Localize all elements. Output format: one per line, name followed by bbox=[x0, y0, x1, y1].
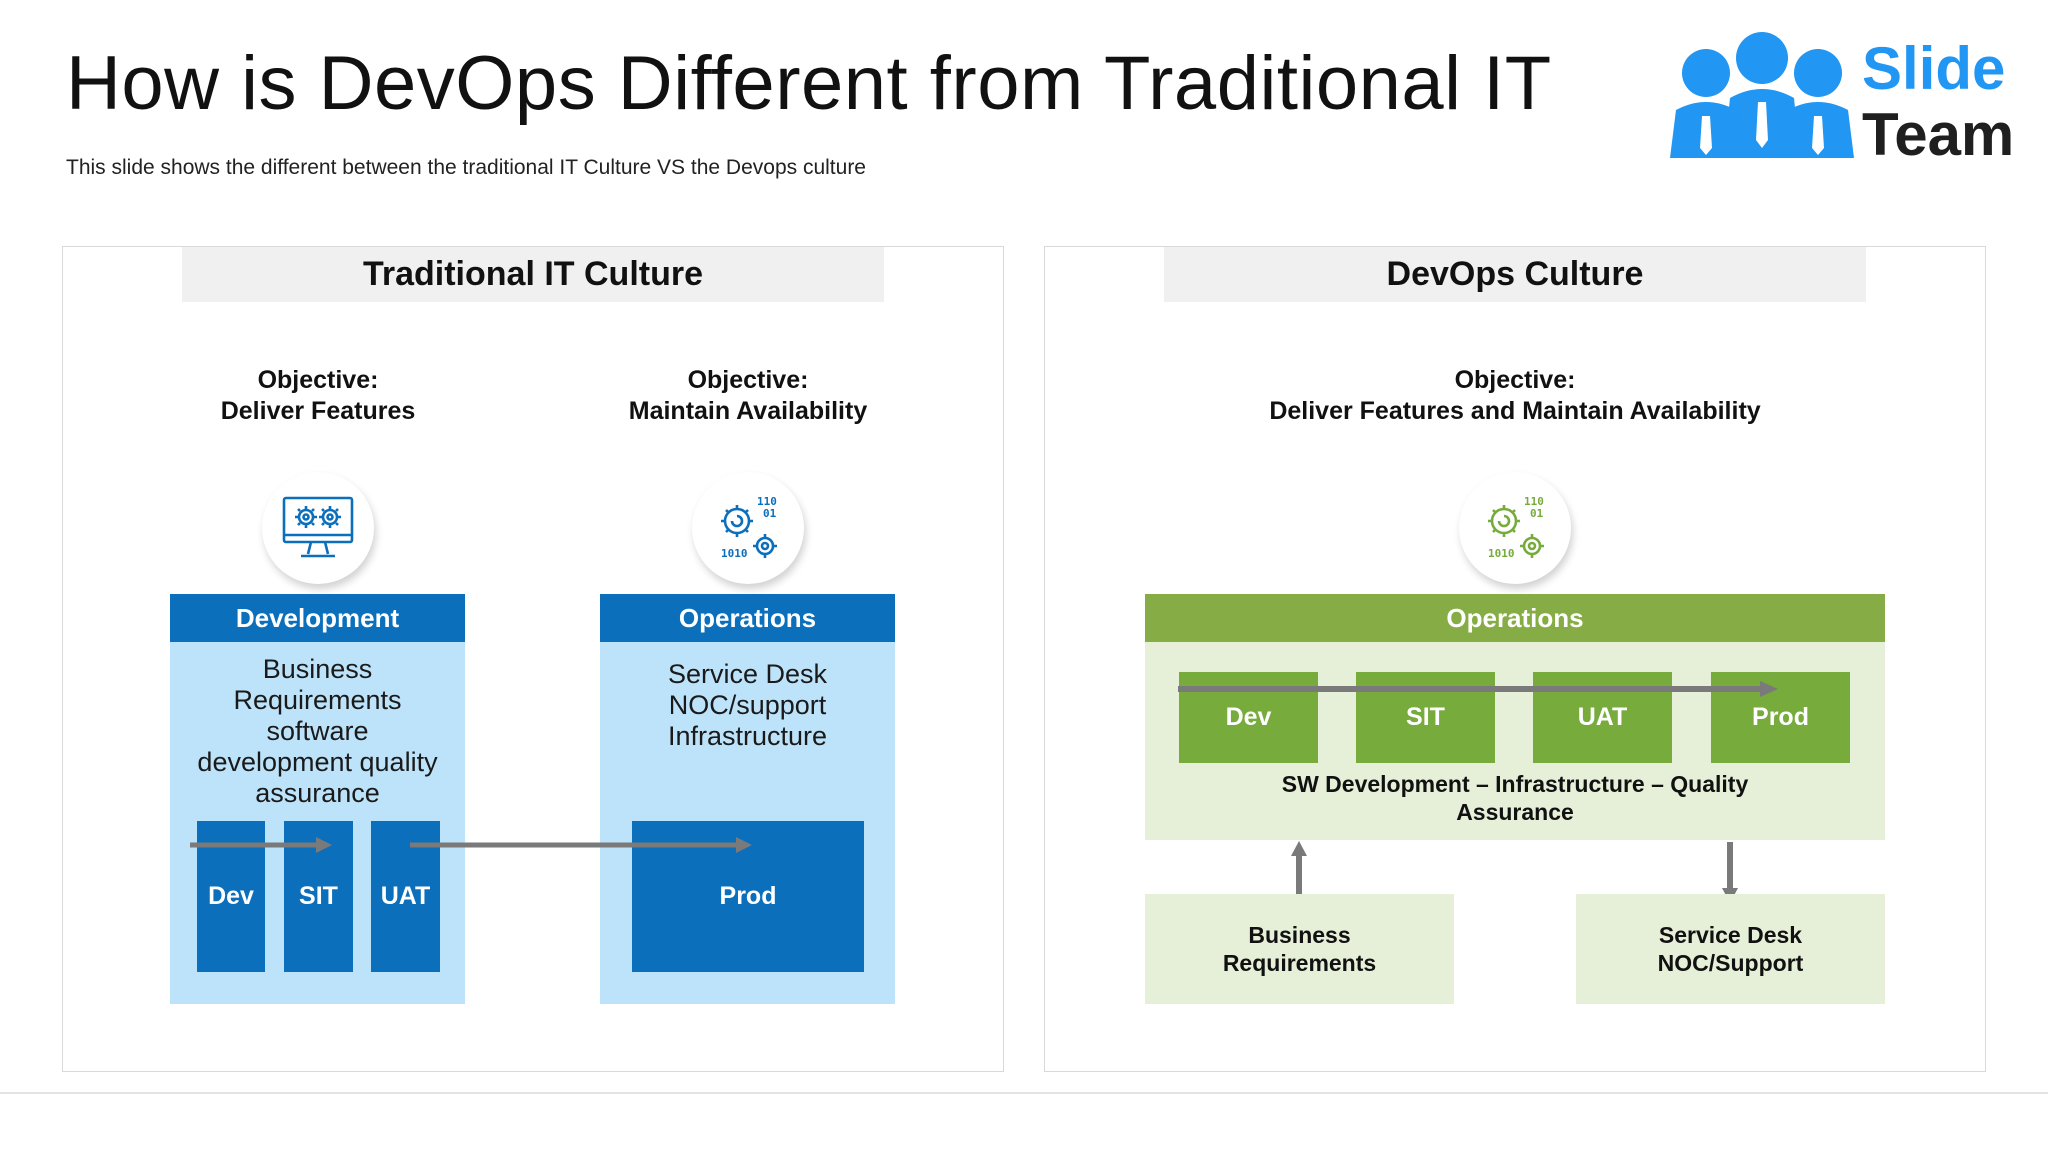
gear-binary-green-icon: 110 01 1010 bbox=[1488, 495, 1544, 560]
devops-caption: SW Development – Infrastructure – Qualit… bbox=[1145, 770, 1885, 826]
service-desk-box: Service Desk NOC/Support bbox=[1576, 894, 1885, 1004]
svg-text:01: 01 bbox=[763, 507, 777, 520]
ops-objective-label: Objective: bbox=[687, 366, 809, 394]
devops-objective-label: Objective: bbox=[1454, 366, 1576, 394]
operations-header: Operations bbox=[600, 594, 895, 642]
devops-objective-value: Deliver Features and Maintain Availabili… bbox=[1269, 397, 1761, 425]
traditional-arrows bbox=[190, 837, 752, 853]
svg-text:1010: 1010 bbox=[1488, 547, 1515, 560]
service-desk-line: Service Desk bbox=[1658, 922, 1803, 948]
devops-icon-circle: 110 01 1010 bbox=[1459, 472, 1571, 584]
people-logo-icon bbox=[1670, 32, 1854, 158]
operations-line: Service Desk bbox=[667, 659, 828, 689]
business-requirements-line: Business bbox=[1248, 922, 1351, 948]
development-line: assurance bbox=[255, 778, 380, 808]
monitor-gears-icon bbox=[282, 496, 354, 558]
development-line: development quality bbox=[197, 747, 438, 777]
svg-text:01: 01 bbox=[1530, 507, 1544, 520]
arrow-right-icon bbox=[410, 837, 752, 853]
logo-word-slide: Slide bbox=[1862, 35, 2006, 102]
footer-divider bbox=[0, 1092, 2048, 1094]
logo-word-team: Team bbox=[1862, 101, 2015, 168]
devops-caption-line: SW Development – Infrastructure – Qualit… bbox=[1281, 771, 1749, 797]
operations-description: Service Desk NOC/support Infrastructure bbox=[600, 659, 895, 752]
arrow-right-icon bbox=[190, 837, 332, 853]
operations-line: NOC/support bbox=[668, 690, 827, 720]
devops-caption-line: Assurance bbox=[1456, 799, 1574, 825]
arrow-right-icon bbox=[1178, 681, 1778, 697]
svg-text:110: 110 bbox=[757, 495, 777, 508]
development-line: Business bbox=[262, 654, 373, 684]
business-requirements-line: Requirements bbox=[1222, 950, 1377, 976]
page-subtitle: This slide shows the different between t… bbox=[66, 156, 866, 179]
development-icon-circle bbox=[262, 472, 374, 584]
business-requirements-box: Business Requirements bbox=[1145, 894, 1454, 1004]
ops-objective: Objective: Maintain Availability bbox=[598, 365, 898, 427]
dev-objective: Objective: Deliver Features bbox=[168, 365, 468, 427]
dev-objective-label: Objective: bbox=[257, 366, 379, 394]
operations-icon-circle: 110 01 1010 bbox=[692, 472, 804, 584]
development-line: software bbox=[266, 716, 369, 746]
devops-flow-arrow bbox=[1178, 681, 1778, 697]
service-desk-line: NOC/Support bbox=[1657, 950, 1804, 976]
devops-heading: DevOps Culture bbox=[1164, 247, 1866, 302]
page-title: How is DevOps Different from Traditional… bbox=[66, 41, 1552, 126]
svg-text:110: 110 bbox=[1524, 495, 1544, 508]
slideteam-logo: Slide Team bbox=[1662, 28, 2022, 168]
development-header: Development bbox=[170, 594, 465, 642]
operations-line: Infrastructure bbox=[667, 721, 828, 751]
devops-objective: Objective: Deliver Features and Maintain… bbox=[1215, 365, 1815, 427]
traditional-it-heading: Traditional IT Culture bbox=[182, 247, 884, 302]
devops-operations-header: Operations bbox=[1145, 594, 1885, 642]
development-description: Business Requirements software developme… bbox=[170, 654, 465, 809]
dev-objective-value: Deliver Features bbox=[220, 397, 416, 425]
gear-binary-icon: 110 01 1010 bbox=[721, 495, 777, 560]
svg-text:1010: 1010 bbox=[721, 547, 748, 560]
ops-objective-value: Maintain Availability bbox=[628, 397, 868, 425]
development-line: Requirements bbox=[233, 685, 402, 715]
